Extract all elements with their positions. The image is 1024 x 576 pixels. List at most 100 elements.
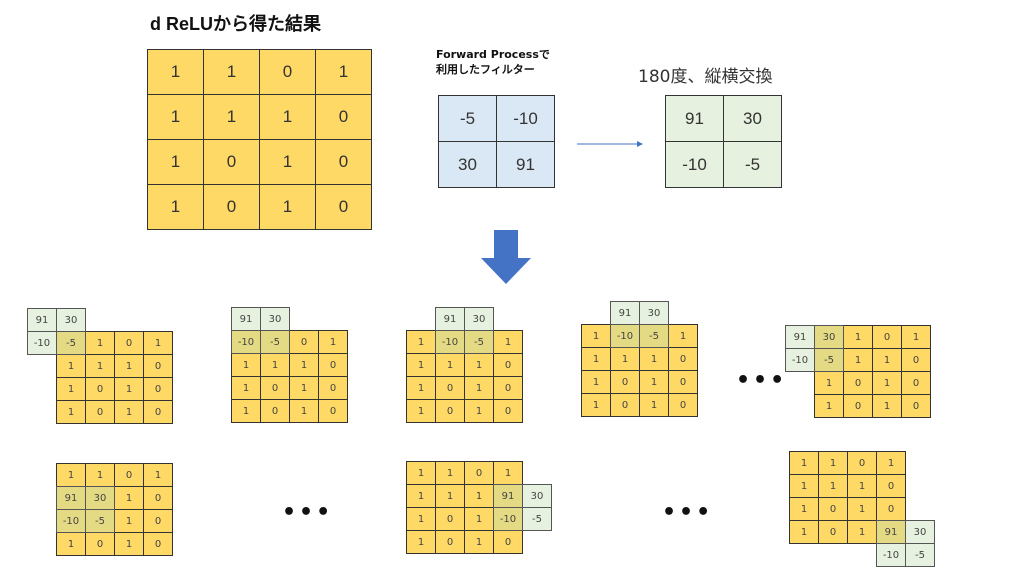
matrix-cell: 0 bbox=[85, 400, 115, 424]
matrix-cell: 0 bbox=[260, 376, 290, 400]
matrix-cell: 1 bbox=[259, 184, 316, 230]
matrix-cell: 1 bbox=[818, 451, 848, 475]
matrix-cell: 1 bbox=[610, 347, 640, 371]
matrix-cell: 0 bbox=[901, 371, 931, 395]
matrix-cell: 1 bbox=[435, 484, 465, 508]
matrix-cell: 1 bbox=[147, 184, 204, 230]
page-title: d ReLUから得た結果 bbox=[150, 14, 321, 34]
matrix-cell: 1 bbox=[56, 463, 86, 487]
matrix-cell: 1 bbox=[493, 330, 523, 354]
matrix-cell: 0 bbox=[493, 530, 523, 554]
matrix-cell: 0 bbox=[876, 497, 906, 521]
overlap-filter-cell: 30 bbox=[814, 325, 844, 349]
matrix-cell: 1 bbox=[114, 354, 144, 378]
rotate-label: 180度、縦横交換 bbox=[638, 67, 773, 87]
filter-cell: 30 bbox=[522, 484, 552, 508]
matrix-cell: 0 bbox=[203, 184, 260, 230]
overlap-filter-cell: -10 bbox=[493, 507, 523, 531]
matrix-cell: 1 bbox=[231, 399, 261, 423]
matrix-cell: 1 bbox=[56, 400, 86, 424]
matrix-cell: 1 bbox=[789, 474, 819, 498]
overlap-filter-cell: -5 bbox=[260, 330, 290, 354]
matrix-cell: 1 bbox=[814, 371, 844, 395]
matrix-cell: 1 bbox=[464, 530, 494, 554]
matrix-cell: 1 bbox=[789, 520, 819, 544]
filter-cell: -10 bbox=[785, 348, 815, 372]
matrix-cell: 0 bbox=[668, 347, 698, 371]
matrix-cell: 1 bbox=[56, 354, 86, 378]
matrix-cell: 1 bbox=[231, 353, 261, 377]
matrix-cell: 1 bbox=[406, 530, 436, 554]
matrix-cell: 1 bbox=[114, 377, 144, 401]
ellipsis-2: ••• bbox=[282, 500, 334, 525]
matrix-cell: 0 bbox=[318, 376, 348, 400]
matrix-cell: 1 bbox=[872, 394, 902, 418]
matrix-cell: 1 bbox=[668, 324, 698, 348]
matrix-cell: 1 bbox=[847, 474, 877, 498]
matrix-cell: 1 bbox=[203, 49, 260, 95]
overlap-filter-cell: -5 bbox=[639, 324, 669, 348]
matrix-cell: 0 bbox=[143, 354, 173, 378]
matrix-cell: 1 bbox=[85, 354, 115, 378]
matrix-cell: 91 bbox=[665, 95, 724, 142]
matrix-cell: 0 bbox=[203, 139, 260, 185]
matrix-cell: 1 bbox=[56, 532, 86, 556]
matrix-cell: 1 bbox=[847, 520, 877, 544]
filter-cell: 91 bbox=[610, 301, 640, 325]
overlap-filter-cell: -5 bbox=[85, 509, 115, 533]
matrix-cell: 1 bbox=[876, 451, 906, 475]
matrix-cell: 1 bbox=[872, 348, 902, 372]
matrix-cell: 1 bbox=[114, 532, 144, 556]
matrix-cell: 1 bbox=[259, 94, 316, 140]
matrix-cell: 0 bbox=[143, 486, 173, 510]
matrix-cell: 0 bbox=[114, 463, 144, 487]
overlap-filter-cell: 91 bbox=[876, 520, 906, 544]
filter-cell: -10 bbox=[876, 543, 906, 567]
matrix-cell: 0 bbox=[315, 139, 372, 185]
matrix-cell: 1 bbox=[315, 49, 372, 95]
matrix-cell: 0 bbox=[114, 331, 144, 355]
matrix-cell: -5 bbox=[723, 141, 782, 188]
matrix-cell: -10 bbox=[496, 95, 555, 142]
filter-cell: 30 bbox=[639, 301, 669, 325]
matrix-cell: 1 bbox=[435, 353, 465, 377]
matrix-cell: 0 bbox=[85, 377, 115, 401]
matrix-cell: 0 bbox=[435, 530, 465, 554]
filter-cell: 91 bbox=[785, 325, 815, 349]
matrix-cell: 1 bbox=[847, 497, 877, 521]
matrix-cell: 1 bbox=[581, 393, 611, 417]
matrix-cell: 1 bbox=[435, 461, 465, 485]
matrix-cell: 1 bbox=[289, 376, 319, 400]
matrix-cell: 1 bbox=[406, 461, 436, 485]
matrix-cell: 1 bbox=[289, 399, 319, 423]
forward-filter-label: Forward Processで 利用したフィルター bbox=[436, 47, 550, 77]
overlap-filter-cell: 30 bbox=[85, 486, 115, 510]
matrix-cell: 1 bbox=[143, 331, 173, 355]
matrix-cell: 1 bbox=[318, 330, 348, 354]
down-arrow-icon bbox=[481, 230, 531, 284]
overlap-filter-cell: -5 bbox=[814, 348, 844, 372]
overlap-filter-cell: -5 bbox=[56, 331, 86, 355]
matrix-cell: 1 bbox=[114, 509, 144, 533]
matrix-cell: 0 bbox=[85, 532, 115, 556]
matrix-cell: 1 bbox=[143, 463, 173, 487]
matrix-cell: 0 bbox=[668, 370, 698, 394]
matrix-cell: 0 bbox=[493, 353, 523, 377]
matrix-cell: 0 bbox=[318, 353, 348, 377]
matrix-cell: 1 bbox=[85, 463, 115, 487]
ellipsis-3: ••• bbox=[662, 500, 714, 525]
matrix-cell: 91 bbox=[496, 141, 555, 188]
matrix-cell: 1 bbox=[581, 324, 611, 348]
matrix-cell: 1 bbox=[406, 376, 436, 400]
matrix-cell: 1 bbox=[114, 400, 144, 424]
filter-cell: 30 bbox=[260, 307, 290, 331]
matrix-cell: 1 bbox=[203, 94, 260, 140]
matrix-cell: 0 bbox=[143, 509, 173, 533]
matrix-cell: 1 bbox=[147, 94, 204, 140]
overlap-filter-cell: -5 bbox=[464, 330, 494, 354]
matrix-cell: 1 bbox=[639, 393, 669, 417]
matrix-cell: 0 bbox=[315, 94, 372, 140]
matrix-cell: 0 bbox=[493, 399, 523, 423]
matrix-cell: -10 bbox=[665, 141, 724, 188]
matrix-cell: 0 bbox=[435, 507, 465, 531]
